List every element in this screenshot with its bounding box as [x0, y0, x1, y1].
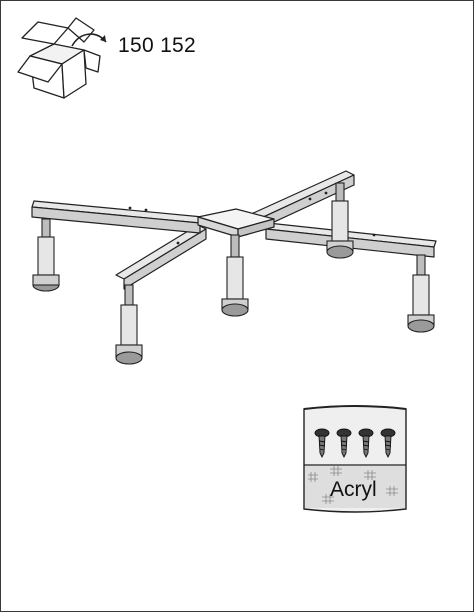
open-box-icon: [17, 17, 107, 99]
part-number: 150 152: [118, 34, 197, 57]
screw-icon: [314, 428, 396, 459]
bathtub-stand-cross-frame-icon: [31, 170, 437, 365]
pack-label: Acryl: [330, 478, 377, 501]
screw-bag-icon: [303, 405, 407, 513]
